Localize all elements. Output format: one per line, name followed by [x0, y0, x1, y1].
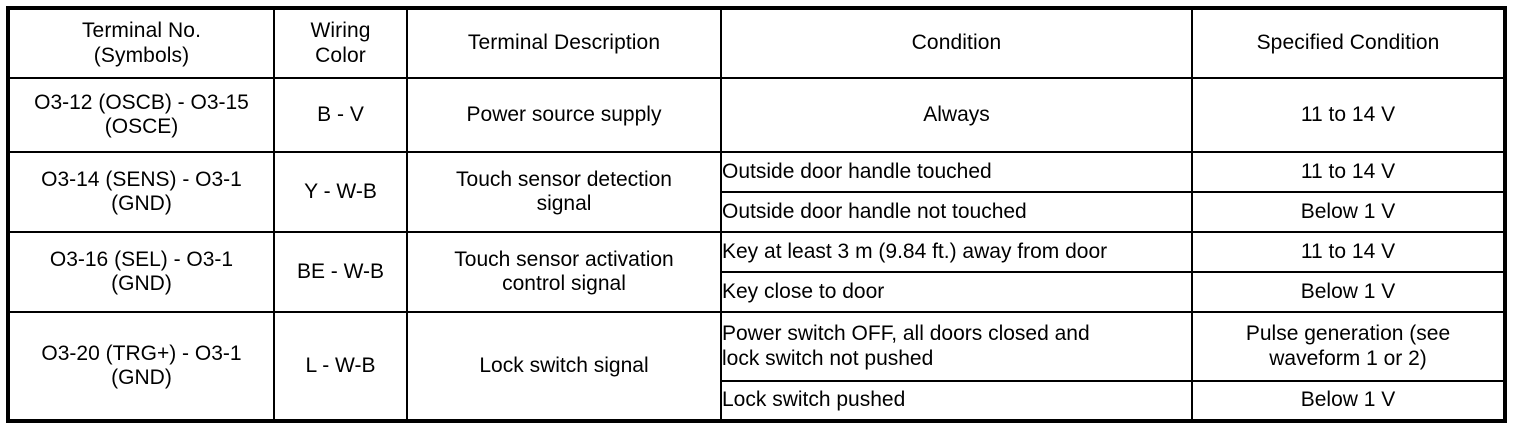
specified-condition-text: 11 to 14 V: [1300, 102, 1396, 126]
cell-specified-condition: 11 to 14 V: [1191, 151, 1506, 193]
column-header-terminal-no-line1: Terminal No.: [81, 19, 202, 43]
table-row: O3-20 (TRG+) - O3-1 (GND) L - W-B Lock s…: [7, 311, 1506, 422]
cell-wiring-color: L - W-B: [273, 311, 408, 422]
terminal-description-line1: Touch sensor activation: [454, 247, 674, 271]
specified-condition-text-line2: waveform 1 or 2): [1269, 346, 1427, 370]
specified-condition-text: 11 to 14 V: [1300, 159, 1396, 183]
column-header-wiring-color: Wiring Color: [273, 7, 408, 79]
cell-terminal-description: Touch sensor activation control signal: [406, 231, 722, 313]
terminal-no-line2: (GND): [111, 366, 172, 389]
column-header-condition-line1: Condition: [911, 31, 1002, 55]
cell-specified-condition: Pulse generation (see waveform 1 or 2): [1191, 311, 1506, 382]
cell-specified-condition: Below 1 V: [1191, 191, 1506, 233]
cell-specified-condition: Below 1 V: [1191, 380, 1506, 422]
terminal-specification-table: Terminal No. (Symbols) Wiring Color Term…: [6, 6, 1507, 423]
condition-text: Outside door handle not touched: [722, 199, 1027, 223]
cell-terminal-no: O3-20 (TRG+) - O3-1 (GND): [7, 311, 275, 422]
column-header-terminal-description: Terminal Description: [406, 7, 722, 79]
table-row: O3-16 (SEL) - O3-1 (GND) BE - W-B Touch …: [7, 231, 1506, 313]
specified-condition-text: 11 to 14 V: [1300, 239, 1396, 263]
cell-condition: Key at least 3 m (9.84 ft.) away from do…: [720, 231, 1193, 273]
wiring-color-value: L - W-B: [305, 353, 376, 377]
cell-terminal-description: Touch sensor detection signal: [406, 151, 722, 233]
cell-wiring-color: BE - W-B: [273, 231, 408, 313]
table-row: O3-12 (OSCB) - O3-15 (OSCE) B - V Power …: [7, 77, 1506, 153]
condition-text-line2: lock switch not pushed: [722, 346, 934, 370]
column-header-condition: Condition: [720, 7, 1193, 79]
terminal-description-line1: Touch sensor detection: [456, 167, 672, 191]
column-header-wiring-color-line2: Color: [315, 43, 366, 67]
condition-text: Key close to door: [722, 279, 885, 303]
column-header-terminal-no: Terminal No. (Symbols): [7, 7, 275, 79]
condition-text: Key at least 3 m (9.84 ft.) away from do…: [722, 239, 1108, 263]
cell-terminal-description: Power source supply: [406, 77, 722, 153]
cell-condition: Lock switch pushed: [720, 380, 1193, 422]
specified-condition-text: Below 1 V: [1300, 388, 1396, 412]
cell-condition: Always: [720, 77, 1193, 153]
condition-text-line1: Power switch OFF, all doors closed and: [722, 322, 1090, 346]
condition-text: Lock switch pushed: [722, 388, 906, 412]
cell-condition: Outside door handle touched: [720, 151, 1193, 193]
cell-terminal-no: O3-14 (SENS) - O3-1 (GND): [7, 151, 275, 233]
wiring-color-value: Y - W-B: [304, 179, 377, 203]
condition-text: Always: [923, 102, 990, 126]
cell-terminal-description: Lock switch signal: [406, 311, 722, 422]
cell-terminal-no: O3-12 (OSCB) - O3-15 (OSCE): [7, 77, 275, 153]
terminal-no-line1: O3-16 (SEL) - O3-1: [49, 247, 234, 271]
specified-condition-text-line1: Pulse generation (see: [1245, 322, 1451, 346]
table-subrow: Lock switch pushed Below 1 V: [8, 380, 1506, 422]
cell-wiring-color: Y - W-B: [273, 151, 408, 233]
column-header-terminal-no-line2: (Symbols): [93, 43, 190, 67]
table-subrow: Outside door handle not touched Below 1 …: [8, 191, 1506, 233]
column-header-specified-condition-line1: Specified Condition: [1256, 31, 1440, 55]
terminal-description-line2: control signal: [502, 272, 626, 295]
terminal-no-line1: O3-20 (TRG+) - O3-1: [41, 341, 242, 365]
cell-condition: Power switch OFF, all doors closed and l…: [720, 311, 1193, 382]
table-subrow: Key close to door Below 1 V: [8, 271, 1506, 313]
terminal-description-line2: signal: [536, 192, 592, 215]
table-row: O3-14 (SENS) - O3-1 (GND) Y - W-B Touch …: [7, 151, 1506, 233]
condition-text: Outside door handle touched: [722, 159, 992, 183]
terminal-no-line2: (GND): [111, 272, 172, 295]
table-header: Terminal No. (Symbols) Wiring Color Term…: [7, 7, 1506, 79]
terminal-description-line1: Lock switch signal: [479, 353, 649, 377]
column-header-specified-condition: Specified Condition: [1191, 7, 1506, 79]
terminal-description-line1: Power source supply: [466, 102, 662, 126]
specified-condition-text: Below 1 V: [1300, 199, 1396, 223]
cell-specified-condition: 11 to 14 V: [1191, 77, 1506, 153]
column-header-wiring-color-line1: Wiring: [310, 19, 371, 43]
table-header-row: Terminal No. (Symbols) Wiring Color Term…: [7, 7, 1506, 79]
specified-condition-text: Below 1 V: [1300, 279, 1396, 303]
wiring-color-value: BE - W-B: [296, 259, 385, 283]
cell-terminal-no: O3-16 (SEL) - O3-1 (GND): [7, 231, 275, 313]
cell-specified-condition: 11 to 14 V: [1191, 231, 1506, 273]
terminal-no-line2: (OSCE): [104, 115, 179, 138]
cell-specified-condition: Below 1 V: [1191, 271, 1506, 313]
table-body: O3-12 (OSCB) - O3-15 (OSCE) B - V Power …: [7, 77, 1506, 422]
cell-condition: Key close to door: [720, 271, 1193, 313]
terminal-no-line1: O3-12 (OSCB) - O3-15: [34, 90, 249, 114]
terminal-no-line1: O3-14 (SENS) - O3-1: [41, 167, 242, 191]
cell-wiring-color: B - V: [273, 77, 408, 153]
column-header-terminal-description-line1: Terminal Description: [467, 31, 661, 55]
terminal-no-line2: (GND): [111, 192, 172, 215]
wiring-color-value: B - V: [317, 102, 364, 126]
cell-condition: Outside door handle not touched: [720, 191, 1193, 233]
